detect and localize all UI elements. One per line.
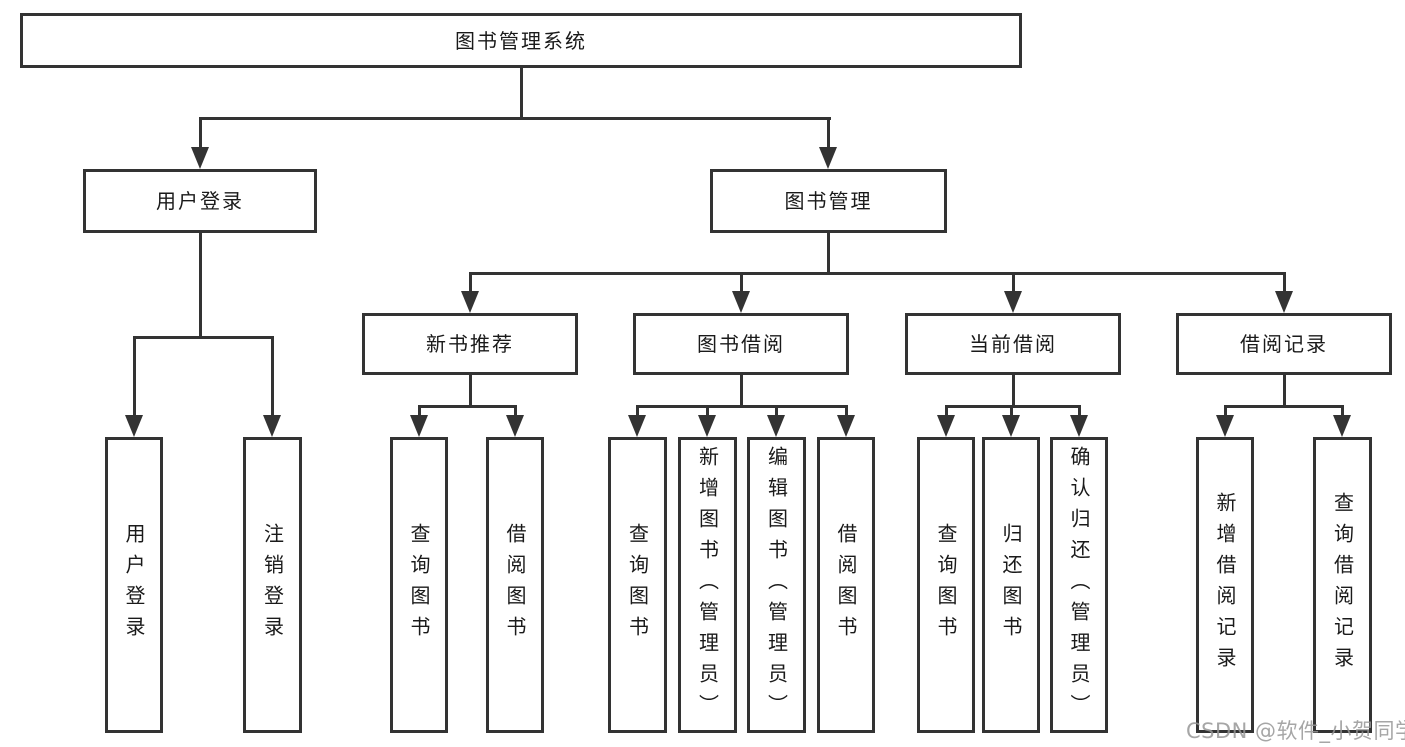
arrow-down-icon <box>1004 291 1022 313</box>
connector-line <box>740 272 743 291</box>
arrow-down-icon <box>263 415 281 437</box>
connector-line <box>1341 405 1344 415</box>
node-book-management: 图书管理 <box>710 169 947 233</box>
arrow-down-icon <box>191 147 209 169</box>
node-user-login: 用户登录 <box>83 169 317 233</box>
connector-line <box>1283 272 1286 291</box>
leaf-borrow-books-2: 借阅图书 <box>817 437 875 733</box>
arrow-down-icon <box>819 147 837 169</box>
connector-line <box>845 405 848 415</box>
node-borrow-records: 借阅记录 <box>1176 313 1392 375</box>
leaf-query-books-2: 查询图书 <box>608 437 667 733</box>
connector-line <box>199 117 831 120</box>
connector-line <box>514 405 517 415</box>
arrow-down-icon <box>837 415 855 437</box>
connector-line <box>418 405 421 415</box>
arrow-down-icon <box>461 291 479 313</box>
arrow-down-icon <box>732 291 750 313</box>
connector-line <box>271 336 274 415</box>
arrow-down-icon <box>410 415 428 437</box>
arrow-down-icon <box>937 415 955 437</box>
connector-line <box>133 336 274 339</box>
leaf-query-books-1: 查询图书 <box>390 437 448 733</box>
csdn-watermark: CSDN @软件_小贺同学 <box>1186 719 1405 743</box>
connector-line <box>199 117 202 147</box>
leaf-add-books-admin: 新增图书（管理员） <box>678 437 737 733</box>
leaf-query-borrow-record: 查询借阅记录 <box>1313 437 1372 733</box>
leaf-logout: 注销登录 <box>243 437 302 733</box>
arrow-down-icon <box>506 415 524 437</box>
connector-line <box>775 405 778 415</box>
arrow-down-icon <box>628 415 646 437</box>
connector-line <box>520 68 523 118</box>
connector-line <box>469 375 472 405</box>
arrow-down-icon <box>1333 415 1351 437</box>
connector-line <box>133 336 136 415</box>
node-current-borrow: 当前借阅 <box>905 313 1121 375</box>
leaf-query-books-3: 查询图书 <box>917 437 975 733</box>
leaf-edit-books-admin: 编辑图书（管理员） <box>747 437 806 733</box>
arrow-down-icon <box>125 415 143 437</box>
connector-line <box>469 272 472 291</box>
arrow-down-icon <box>767 415 785 437</box>
connector-line <box>945 405 948 415</box>
leaf-add-borrow-record: 新增借阅记录 <box>1196 437 1254 733</box>
connector-line <box>1010 405 1013 415</box>
connector-line <box>636 405 639 415</box>
arrow-down-icon <box>1070 415 1088 437</box>
arrow-down-icon <box>1216 415 1234 437</box>
connector-line <box>199 233 202 336</box>
connector-line <box>1012 272 1015 291</box>
connector-line <box>418 405 517 408</box>
arrow-down-icon <box>1002 415 1020 437</box>
connector-line <box>1078 405 1081 415</box>
arrow-down-icon <box>1275 291 1293 313</box>
leaf-borrow-books-1: 借阅图书 <box>486 437 544 733</box>
connector-line <box>827 233 830 272</box>
connector-line <box>1224 405 1227 415</box>
node-new-book-recommend: 新书推荐 <box>362 313 578 375</box>
connector-line <box>1283 375 1286 405</box>
arrow-down-icon <box>698 415 716 437</box>
connector-line <box>827 117 830 147</box>
leaf-return-books: 归还图书 <box>982 437 1040 733</box>
leaf-user-login: 用户登录 <box>105 437 163 733</box>
connector-line <box>636 405 847 408</box>
connector-line <box>1012 375 1015 405</box>
node-book-borrow: 图书借阅 <box>633 313 849 375</box>
connector-line <box>469 272 1286 275</box>
connector-line <box>1224 405 1343 408</box>
leaf-confirm-return-admin: 确认归还（管理员） <box>1050 437 1108 733</box>
connector-line <box>740 375 743 405</box>
connector-line <box>706 405 709 415</box>
node-library-system: 图书管理系统 <box>20 13 1022 68</box>
